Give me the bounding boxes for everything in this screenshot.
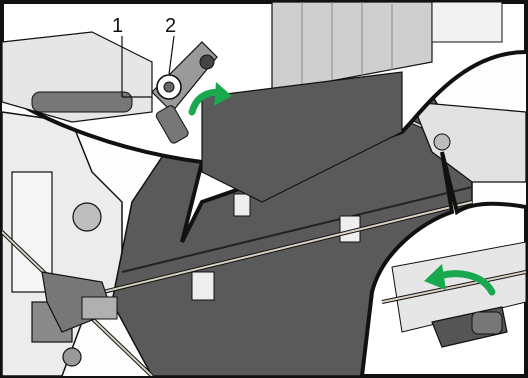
machine-left-frame xyxy=(2,112,122,376)
callout-label-1: 1 xyxy=(112,15,123,37)
callout-label-2: 2 xyxy=(165,15,176,37)
